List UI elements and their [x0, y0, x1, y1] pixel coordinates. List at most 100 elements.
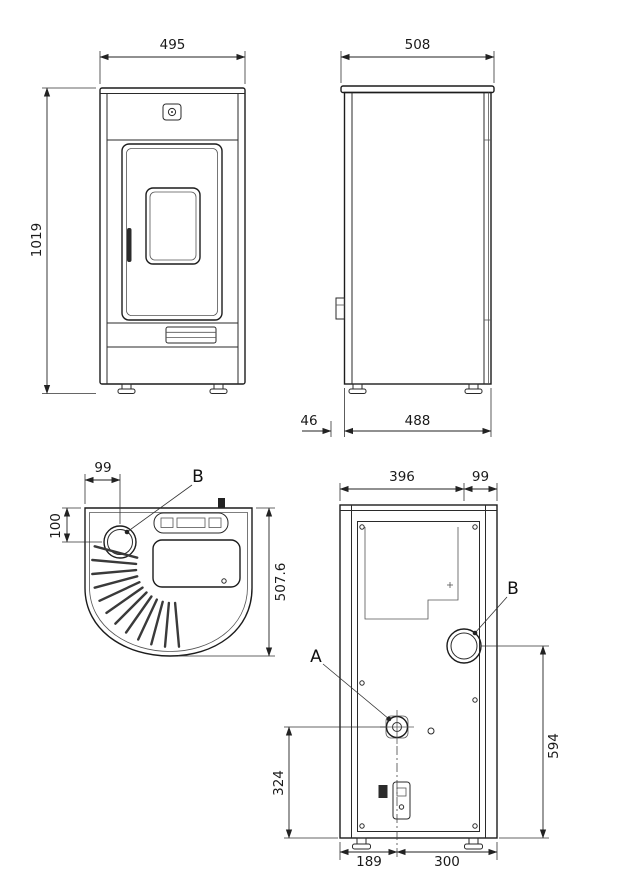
stove-door	[121, 143, 223, 321]
top-body-outline	[84, 507, 253, 657]
power-switch	[378, 785, 388, 798]
door-window	[145, 187, 201, 265]
panel-screw	[472, 524, 478, 530]
hopper-lid-screw	[221, 578, 227, 584]
dim-top-flue-x: 99	[84, 460, 121, 524]
back-body-outline	[339, 504, 498, 839]
door-window-inner	[149, 191, 197, 261]
vent-slot	[93, 575, 139, 589]
dim-top-depth-value: 507.6	[273, 563, 289, 602]
vent-slot	[136, 598, 159, 641]
vent-slot	[93, 545, 139, 559]
service-hole	[427, 727, 435, 735]
leader-dot	[386, 716, 392, 722]
dim-back-top: 396 99	[339, 469, 498, 501]
top-flue-callout: B	[124, 467, 204, 535]
dim-back-inlet-height-value: 324	[271, 770, 287, 796]
power-socket	[396, 787, 407, 797]
control-panel-button	[160, 517, 174, 528]
stove-door-inner-frame	[126, 148, 218, 316]
dim-top-depth: 507.6	[178, 507, 289, 657]
back-inlet-label: A	[310, 647, 322, 667]
back-right-foot-base	[464, 843, 483, 850]
panel-screw	[359, 680, 365, 686]
dim-front-width: 495	[99, 37, 246, 84]
dim-back-flue-from-left-value: 396	[389, 469, 415, 485]
control-panel-button	[208, 517, 222, 528]
power-socket-plate	[392, 781, 411, 820]
flue-outlet-circle-top	[103, 525, 137, 559]
dim-side-depth-value: 508	[405, 37, 431, 53]
flue-outlet-circle-top-inner	[107, 529, 133, 555]
control-panel	[153, 512, 229, 534]
dim-side-base-depth-value: 488	[405, 413, 431, 429]
back-right-foot-stem	[468, 837, 479, 845]
vent-slot	[91, 558, 138, 566]
panel-screw	[359, 823, 365, 829]
leader-line	[126, 484, 193, 533]
dim-front-width-value: 495	[160, 37, 186, 53]
top-body-inner-edge	[89, 512, 248, 652]
dim-front-height-value: 1019	[29, 223, 45, 257]
back-flue-label: B	[507, 579, 519, 599]
vent-slot	[114, 591, 148, 625]
dim-side-bottom: 46 488	[300, 388, 492, 437]
dim-back-flue-from-right-value: 99	[472, 469, 489, 485]
front-left-foot-base	[117, 388, 136, 394]
hopper-lid	[152, 539, 241, 588]
panel-screw	[472, 823, 478, 829]
panel-screw	[472, 697, 478, 703]
front-right-foot-stem	[213, 383, 224, 390]
front-right-foot-base	[209, 388, 228, 394]
dim-top-flue-y-value: 100	[48, 513, 64, 539]
vent-slot	[124, 595, 153, 634]
back-inlet-callout: A	[310, 647, 392, 722]
dim-back-inlet-from-left-value: 189	[356, 854, 382, 870]
back-flue-callout: B	[472, 579, 519, 636]
back-left-foot-base	[352, 843, 371, 850]
side-back-foot-base	[348, 388, 367, 394]
side-back-foot-stem	[352, 383, 363, 390]
vent-slot	[163, 601, 171, 648]
rear-inlet-box	[335, 297, 345, 320]
dim-back-flue-height-value: 594	[546, 733, 562, 759]
top-vent-slots	[91, 545, 181, 648]
panel-screw	[359, 524, 365, 530]
dim-back-inlet-from-right-value: 300	[434, 854, 460, 870]
dim-top-flue-x-value: 99	[94, 460, 111, 476]
side-top-lid	[340, 85, 495, 94]
dim-side-depth: 508	[340, 37, 495, 83]
dim-top-flue-y: 100	[48, 507, 102, 543]
back-upper-panel-seam	[364, 527, 459, 620]
control-panel-display	[176, 517, 206, 528]
plate-screw	[398, 804, 405, 810]
brand-logo-plate	[162, 103, 182, 121]
brand-logo-icon	[167, 107, 177, 117]
leader-line	[474, 596, 508, 634]
back-inner-panel	[357, 521, 480, 832]
vent-slot	[91, 568, 138, 576]
vent-slot	[105, 586, 144, 615]
dim-front-height: 1019	[29, 87, 96, 394]
vent-slot	[98, 581, 141, 602]
back-left-foot-stem	[356, 837, 367, 845]
leader-dot	[124, 529, 130, 535]
front-body-outline	[99, 87, 246, 385]
leader-dot	[472, 630, 478, 636]
dim-back-bottom: 189 300	[339, 842, 498, 870]
side-front-foot-stem	[468, 383, 479, 390]
vent-slot	[173, 601, 181, 648]
side-view	[335, 85, 495, 394]
dim-side-rear-offset-value: 46	[300, 413, 317, 429]
top-view	[84, 498, 253, 657]
side-body-outline	[343, 91, 492, 385]
top-flue-label: B	[192, 467, 204, 487]
flue-outlet-circle-back-inner	[450, 632, 478, 660]
door-handle	[127, 228, 132, 262]
vent-grille	[165, 326, 217, 344]
vent-slot	[150, 600, 164, 646]
dim-back-inlet-height: 324	[271, 726, 386, 839]
back-view	[339, 504, 498, 860]
